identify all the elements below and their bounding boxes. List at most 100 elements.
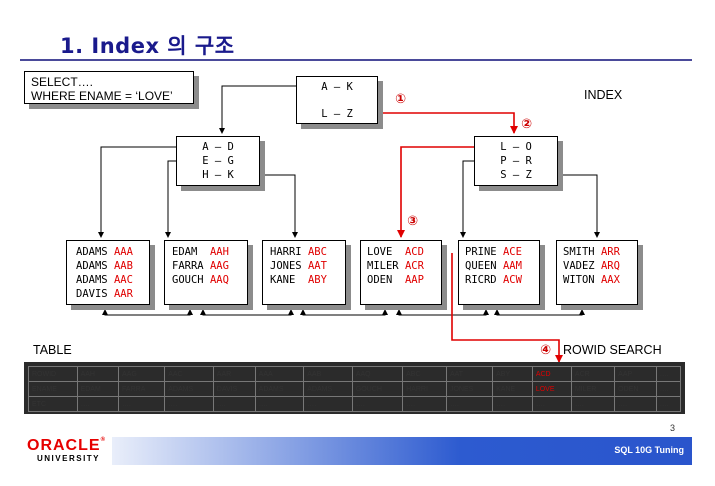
table-cell: AAG bbox=[118, 366, 166, 382]
rowid-search-label: ROWID SEARCH bbox=[563, 343, 662, 357]
edge-left-leaf2 bbox=[165, 160, 176, 238]
edge-left-leaf3 bbox=[260, 174, 298, 238]
leaf-name: FARRA bbox=[172, 260, 204, 272]
table-cell: ABY bbox=[492, 366, 533, 382]
leaf-name: GOUCH bbox=[172, 274, 204, 286]
title-rule bbox=[20, 59, 692, 61]
chain-9 bbox=[494, 309, 540, 316]
table-row-header: ROWID bbox=[28, 366, 78, 382]
leaf-node-6: SMITH ARR VADEZ ARQ WITON AAX bbox=[556, 240, 638, 305]
leaf-name: ODEN bbox=[367, 274, 393, 286]
footer-bar: SQL 10G Tuning bbox=[112, 437, 692, 465]
table-row-header: ETC bbox=[28, 396, 78, 412]
leaf-name: VADEZ bbox=[563, 260, 595, 272]
table-cell: …. bbox=[655, 381, 682, 397]
leaf-rowid: ABC bbox=[307, 246, 327, 258]
chain-5 bbox=[300, 309, 340, 316]
step-2-marker: ② bbox=[521, 117, 533, 132]
logo-registered: ® bbox=[100, 437, 106, 443]
chain-2 bbox=[148, 309, 193, 316]
leaf-rowid: AAQ bbox=[209, 274, 229, 286]
footer-title: SQL 10G Tuning bbox=[614, 445, 684, 455]
branch-left-key-1: A – D bbox=[202, 141, 234, 153]
table-cell: …. bbox=[212, 396, 256, 412]
leaf-rowid: AAH bbox=[209, 246, 229, 258]
sql-line-2: WHERE ENAME = ‘LOVE’ bbox=[31, 89, 173, 103]
edge-right-leaf5 bbox=[460, 160, 474, 238]
table-cell: GOUCH bbox=[351, 381, 404, 397]
logo-brand: ORACLE bbox=[27, 437, 101, 454]
branch-right-key-3: S – Z bbox=[500, 169, 532, 181]
table-cell: …. bbox=[614, 396, 657, 412]
table-cell: ADAMS bbox=[164, 381, 214, 397]
leaf-name: QUEEN bbox=[465, 260, 497, 272]
path-step4 bbox=[451, 253, 563, 363]
leaf-rowid: AAP bbox=[404, 274, 424, 286]
sql-box: SELECT…. WHERE ENAME = ‘LOVE’ bbox=[24, 71, 194, 104]
leaf-name: ADAMS bbox=[76, 246, 108, 258]
table-cell: ACR bbox=[570, 366, 616, 382]
branch-left-key-2: E – G bbox=[202, 155, 234, 167]
table-cell: AAC bbox=[164, 366, 214, 382]
root-node: A – K L – Z bbox=[296, 76, 378, 124]
chain-8 bbox=[440, 309, 489, 316]
table-row-header: ENAME bbox=[28, 381, 78, 397]
leaf-rowid: AAM bbox=[502, 260, 522, 272]
edge-root-left bbox=[219, 85, 296, 134]
table-cell: MILER bbox=[570, 381, 616, 397]
table-cell: …. bbox=[303, 396, 353, 412]
chain-4 bbox=[240, 309, 294, 316]
branch-right-key-1: L – O bbox=[500, 141, 532, 153]
index-label: INDEX bbox=[584, 88, 623, 102]
table-cell: FARRA bbox=[118, 381, 166, 397]
leaf-name: SMITH bbox=[563, 246, 595, 258]
table-cell: LOVE bbox=[531, 381, 572, 397]
table-cell: …. bbox=[351, 396, 404, 412]
table-cell: …. bbox=[402, 396, 447, 412]
step-4-marker: ④ bbox=[540, 343, 552, 358]
logo-university: UNIVERSITY bbox=[37, 454, 101, 463]
leaf-name: ADAMS bbox=[76, 260, 108, 272]
table-cell: …. bbox=[76, 396, 120, 412]
step-3-marker: ③ bbox=[407, 214, 419, 229]
leaf-rowid: AAT bbox=[307, 260, 327, 272]
table-cell: AAP bbox=[614, 366, 657, 382]
table-cell: …. bbox=[655, 396, 682, 412]
page-title: 1. Index 의 구조 bbox=[60, 34, 235, 58]
branch-node-right: L – O P – R S – Z bbox=[474, 136, 558, 186]
leaf-rowid: AAB bbox=[113, 260, 133, 272]
chain-1 bbox=[102, 309, 148, 316]
branch-right-key-2: P – R bbox=[500, 155, 532, 167]
branch-node-left: A – D E – G H – K bbox=[176, 136, 260, 186]
leaf-rowid: AAR bbox=[113, 288, 133, 300]
leaf-node-4: LOVE ACD MILER ACR ODEN AAP bbox=[360, 240, 442, 305]
table-cell: EDAM bbox=[76, 381, 120, 397]
table-cell: …. bbox=[655, 366, 682, 382]
leaf-node-5: PRINE ACE QUEEN AAM RICRD ACW bbox=[458, 240, 540, 305]
table-cell: HARRI bbox=[402, 381, 447, 397]
leaf-rowid: AAX bbox=[600, 274, 620, 286]
table-cell: ADAMS bbox=[254, 381, 305, 397]
table-cell: ADAMS bbox=[303, 381, 353, 397]
leaf-node-3: HARRI ABC JONES AAT KANE ABY bbox=[262, 240, 346, 305]
leaf-rowid: AAA bbox=[113, 246, 133, 258]
edge-left-leaf1 bbox=[98, 146, 176, 238]
leaf-node-1: ADAMS AAA ADAMS AAB ADAMS AAC DAVIS AAR bbox=[66, 240, 150, 305]
table-cell: AAT bbox=[445, 366, 494, 382]
leaf-rowid: AAC bbox=[113, 274, 133, 286]
table-cell: AAA bbox=[254, 366, 305, 382]
table-cell: JONES bbox=[445, 381, 494, 397]
table-cell: ODEN bbox=[614, 381, 657, 397]
leaf-rowid: ABY bbox=[307, 274, 327, 286]
leaf-rowid: ACW bbox=[502, 274, 522, 286]
table-cell: …. bbox=[445, 396, 494, 412]
logo-wordmark: ORACLE® bbox=[27, 437, 107, 455]
leaf-name: DAVIS bbox=[76, 288, 108, 300]
leaf-node-2: EDAM AAH FARRA AAG GOUCH AAQ bbox=[164, 240, 248, 305]
leaf-name: ADAMS bbox=[76, 274, 108, 286]
table-cell: AAR bbox=[212, 366, 256, 382]
leaf-rowid: ARR bbox=[600, 246, 620, 258]
